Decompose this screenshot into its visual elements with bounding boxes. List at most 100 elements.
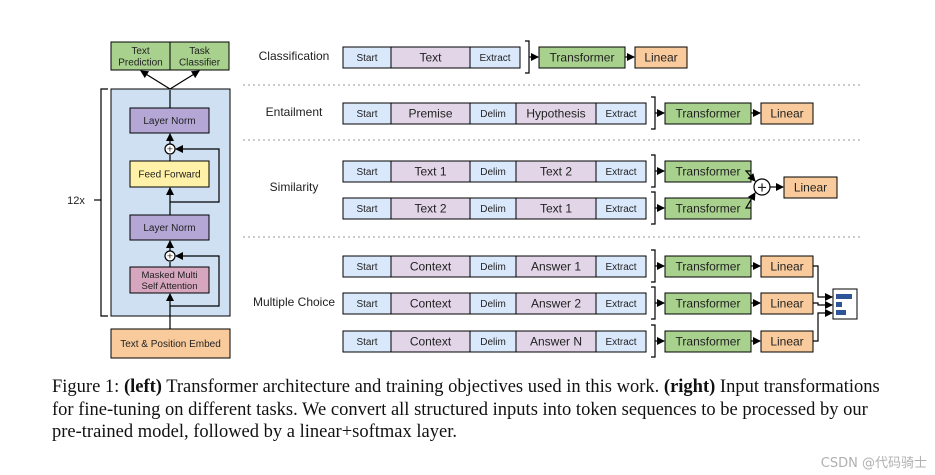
- sequence-bracket: [651, 249, 656, 283]
- token-extract: Extract: [595, 160, 647, 183]
- token-hypothesis-label: Hypothesis: [526, 107, 585, 121]
- residual-attention: [170, 252, 220, 307]
- token-context-label: Context: [410, 335, 452, 349]
- transformer-box: Transformer: [664, 292, 752, 315]
- token-start: Start: [342, 46, 392, 69]
- linear-box-box: [634, 46, 688, 69]
- token-premise: Premise: [390, 102, 471, 125]
- layer-norm-top-label: Layer Norm: [143, 116, 195, 127]
- caption-text-1: Transformer architecture and training ob…: [161, 377, 664, 397]
- token-delim-label: Delim: [480, 204, 506, 215]
- caption-prefix: Figure 1:: [52, 377, 124, 397]
- embed-box: Text & Position Embed: [110, 328, 231, 359]
- token-delim: Delim: [469, 255, 517, 278]
- arrow-to-softmax: [813, 265, 833, 301]
- token-text-2-label: Text 2: [414, 202, 446, 216]
- sequence-bracket: [651, 154, 656, 188]
- caption-left-label: (left): [123, 377, 162, 397]
- token-delim-label: Delim: [480, 167, 506, 178]
- linear-box-label: Linear: [770, 297, 803, 311]
- token-answer-n-label: Answer N: [530, 335, 582, 349]
- token-answer-n: Answer N: [515, 330, 597, 353]
- arrow-to-softmax: [813, 301, 833, 309]
- layer-norm-top-box: [129, 107, 210, 134]
- attention-box-box: [129, 266, 210, 294]
- add-circle-top-label: +: [167, 144, 173, 156]
- arrow-to-text-prediction: [140, 70, 171, 90]
- token-context: Context: [390, 292, 471, 315]
- task-name-similarity: Similarity: [270, 180, 319, 194]
- add-circle-similarity: +: [753, 178, 771, 197]
- token-extract: Extract: [595, 102, 647, 125]
- layer-norm-bottom-box: [129, 214, 210, 241]
- layer-norm-bottom-label: Layer Norm: [143, 223, 195, 234]
- linear-box-box: [760, 102, 814, 125]
- token-answer-1: Answer 1: [515, 255, 597, 278]
- token-text-1: Text 1: [515, 197, 597, 220]
- token-text-1: Text 1: [390, 160, 471, 183]
- token-extract-label: Extract: [605, 204, 636, 215]
- linear-box-label: Linear: [770, 260, 803, 274]
- token-start: Start: [342, 160, 392, 183]
- token-extract-label: Extract: [605, 337, 636, 348]
- token-extract-box: [595, 160, 647, 183]
- repeat-label: 12x: [67, 195, 85, 207]
- sequence-bracket: [651, 324, 656, 358]
- token-start: Start: [342, 255, 392, 278]
- token-text-1-label: Text 1: [414, 165, 446, 179]
- token-start-label: Start: [356, 204, 377, 215]
- embed-box-label: Text & Position Embed: [120, 339, 221, 350]
- transformer-box: Transformer: [664, 330, 752, 353]
- add-circle-bottom-label: +: [167, 251, 173, 263]
- linear-box: Linear: [760, 102, 814, 125]
- token-start: Start: [342, 197, 392, 220]
- transformer-box: Transformer: [538, 46, 626, 69]
- transformer-box-label: Transformer: [676, 107, 741, 121]
- task-name-entailment: Entailment: [266, 105, 323, 119]
- token-answer-1-label: Answer 1: [531, 260, 581, 274]
- arrow-sim-2: [744, 192, 756, 209]
- text-prediction-box-box: [110, 41, 171, 71]
- transformer-box-label: Transformer: [676, 335, 741, 349]
- linear-box-label: Linear: [770, 107, 803, 121]
- sequence-bracket: [651, 286, 656, 320]
- sequence-bracket: [651, 96, 656, 130]
- token-extract-label: Extract: [605, 109, 636, 120]
- token-delim: Delim: [469, 160, 517, 183]
- token-delim-label: Delim: [480, 262, 506, 273]
- linear-box-label: Linear: [644, 51, 677, 65]
- token-start-label: Start: [356, 53, 377, 64]
- token-start-label: Start: [356, 167, 377, 178]
- token-extract: Extract: [595, 255, 647, 278]
- token-start: Start: [342, 292, 392, 315]
- softmax-bar: [836, 302, 842, 307]
- token-extract-box: [595, 292, 647, 315]
- token-delim-label: Delim: [480, 299, 506, 310]
- transformer-box-label: Transformer: [550, 51, 615, 65]
- arrow-to-softmax: [813, 309, 833, 342]
- transformer-box-label: Transformer: [676, 165, 741, 179]
- token-start-label: Start: [356, 262, 377, 273]
- linear-box: Linear: [760, 255, 814, 278]
- layer-norm-top: Layer Norm: [129, 107, 210, 134]
- token-premise-label: Premise: [408, 107, 452, 121]
- token-start-label: Start: [356, 337, 377, 348]
- token-extract-label: Extract: [605, 167, 636, 178]
- token-start-label: Start: [356, 109, 377, 120]
- linear-box-box: [783, 176, 838, 199]
- token-extract-box: [595, 330, 647, 353]
- task-name-multiple-choice: Multiple Choice: [253, 295, 335, 309]
- token-extract: Extract: [595, 330, 647, 353]
- task-classifier-box-box: [169, 41, 230, 71]
- feed-forward-box-box: [129, 160, 210, 188]
